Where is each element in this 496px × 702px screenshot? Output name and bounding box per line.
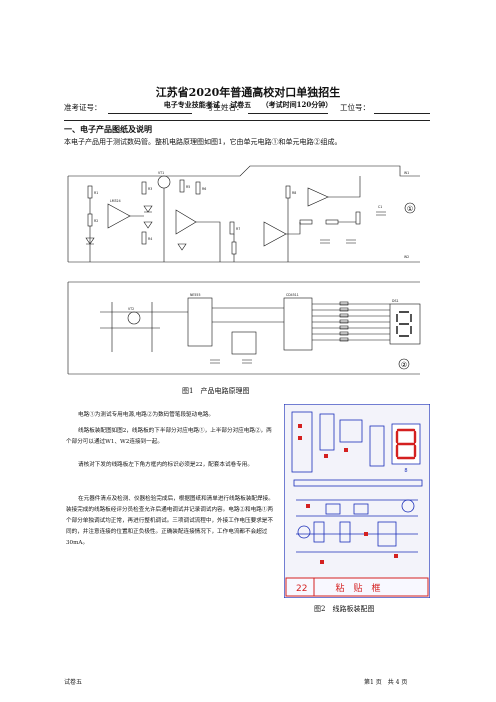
ticket-number-field[interactable] [108, 112, 192, 114]
label-r3: R3 [148, 187, 152, 191]
label-vt1: VT1 [158, 171, 164, 175]
label-cd4511: CD4511 [286, 293, 299, 297]
description-paragraph-2: 线路板装配图如图2，线路板的下半部分对应电路①，上半部分对应电路②，两个部分可以… [66, 428, 272, 445]
label-ne555: NE555 [190, 293, 200, 297]
candidate-name-label: 考生姓名： [206, 103, 244, 112]
station-number-label: 工位号： [340, 103, 370, 112]
label-r2: R2 [94, 219, 98, 223]
label-r5: R5 [186, 185, 190, 189]
board-id-label: 22 [296, 584, 307, 594]
footer-page-number: 第1 页 共 4 页 [364, 679, 408, 686]
paste-box-label: 粘 贴 框 [335, 582, 380, 594]
label-ds1: DS1 [392, 299, 399, 303]
subtitle-time: （考试时间120分钟） [261, 100, 333, 109]
label-r1: R1 [94, 191, 98, 195]
description-paragraph-3: 请核对下发的线路板左下角方框内的标识必须是22，配套本试卷专用。 [78, 462, 253, 468]
footer-paper-name: 试卷五 [64, 679, 83, 686]
station-number-field[interactable] [374, 112, 430, 114]
figure1-caption: 图1 产品电路原理图 [182, 387, 250, 395]
section-heading: 一、电子产品图纸及说明 [64, 125, 152, 134]
ticket-number-label: 准考证号： [64, 103, 102, 112]
subtitle-exam: 电子专业技能考试 [163, 100, 220, 109]
document-subtitle: 电子专业技能考试 试卷五 （考试时间120分钟） [0, 100, 496, 110]
description-paragraph-4: 在元器件清点及检测、仪器检验完成后，根据图纸和清单进行线路板装配焊接。装接完成的… [66, 496, 274, 546]
pcb-assembly-diagram: 8 22 粘 贴 框 [284, 404, 430, 598]
description-paragraph-1: 电路①为测试专用电源,电路②为数码管笔段驱动电路。 [78, 412, 215, 418]
candidate-name-field[interactable] [248, 112, 328, 114]
label-r7: R7 [236, 227, 240, 231]
label-r6: R6 [202, 187, 206, 191]
label-vt2: VT2 [128, 307, 134, 311]
label-w1: W1 [404, 171, 409, 175]
label-lm324: LM324 [110, 199, 121, 203]
board-display-digit: 8 [404, 468, 407, 474]
unit2-marker: ② [401, 361, 407, 369]
label-r8: R8 [292, 191, 296, 195]
label-r4: R4 [148, 237, 152, 241]
header-divider [64, 120, 430, 121]
circuit-schematic: ① ② R1 R2 R3 R4 R5 R6 R7 R8 LM324 VT1 C1… [67, 165, 421, 375]
figure2-caption: 图2 线路板装配图 [314, 605, 375, 613]
document-title: 江苏省2020年普通高校对口单独招生 [155, 86, 341, 99]
section-intro: 本电子产品用于测试数码管。整机电路原理图如图1，它由单元电路①和单元电路②组成。 [64, 138, 342, 146]
label-c1: C1 [378, 205, 382, 209]
subtitle-paper: 试卷五 [230, 100, 252, 109]
unit1-marker: ① [407, 205, 413, 213]
label-w2: W2 [404, 255, 409, 259]
